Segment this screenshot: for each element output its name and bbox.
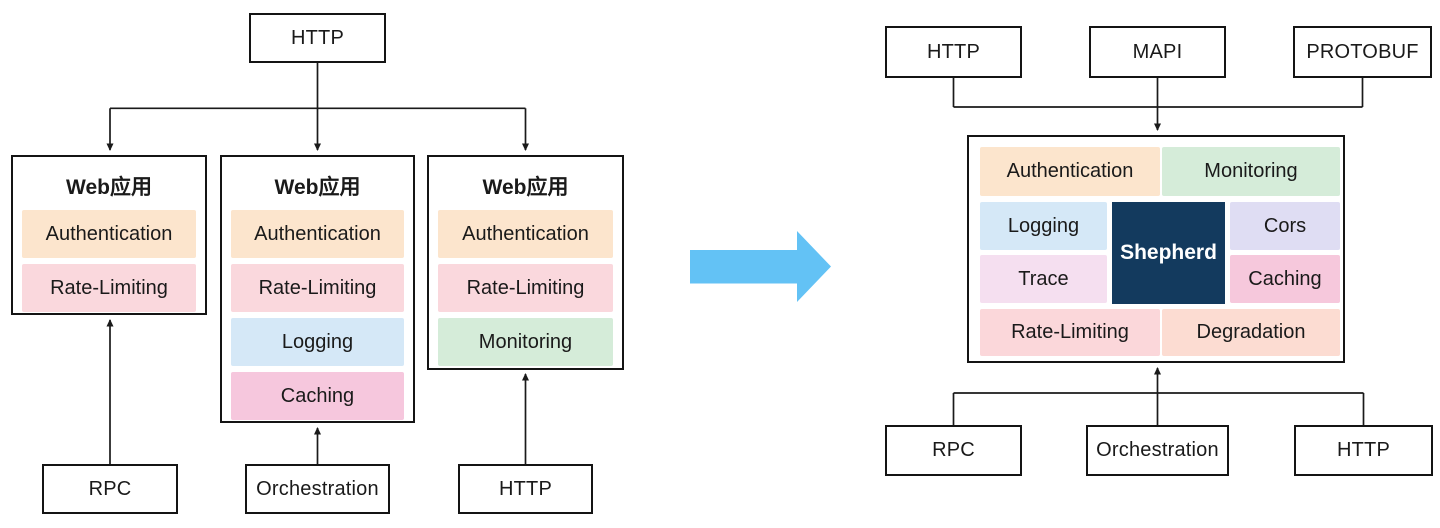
protocol-label: HTTP <box>1336 439 1391 461</box>
left-bottom-orchestration-box: Orchestration <box>245 464 390 514</box>
middleware-item: Rate-Limiting <box>22 264 196 312</box>
right-bottom-rpc-box: RPC <box>885 425 1022 476</box>
left-bottom-rpc-box: RPC <box>42 464 178 514</box>
middleware-item: Authentication <box>438 210 613 258</box>
protocol-label: RPC <box>88 477 132 500</box>
middleware-item: Caching <box>231 372 404 420</box>
shepherd-core: Shepherd <box>1112 202 1225 304</box>
protocol-label: RPC <box>932 439 975 461</box>
left-bottom-http-box: HTTP <box>458 464 593 514</box>
right-top-mapi-box: MAPI <box>1089 26 1226 78</box>
web-app-box-2: Web应用 Authentication Rate-Limiting Loggi… <box>220 155 415 423</box>
gateway-cell-trace: Trace <box>980 255 1107 303</box>
shepherd-gateway-box: Authentication Monitoring Logging Shephe… <box>967 135 1345 363</box>
right-bottom-http-box: HTTP <box>1294 425 1433 476</box>
right-top-protobuf-box: PROTOBUF <box>1293 26 1432 78</box>
protocol-label: MAPI <box>1132 40 1183 63</box>
web-app-title: Web应用 <box>66 176 152 199</box>
protocol-label: PROTOBUF <box>1306 40 1419 63</box>
web-app-title: Web应用 <box>274 176 361 199</box>
web-app-box-1: Web应用 Authentication Rate-Limiting <box>11 155 207 315</box>
middleware-item: Monitoring <box>438 318 613 366</box>
right-top-http-box: HTTP <box>885 26 1022 78</box>
middleware-item: Authentication <box>231 210 404 258</box>
protocol-label: HTTP <box>498 477 553 500</box>
web-app-box-3: Web应用 Authentication Rate-Limiting Monit… <box>427 155 624 370</box>
gateway-cell-degradation: Degradation <box>1162 309 1340 356</box>
left-top-protocol-box: HTTP <box>249 13 386 63</box>
gateway-cell-cors: Cors <box>1230 202 1340 250</box>
protocol-label: Orchestration <box>256 477 379 500</box>
gateway-cell-logging: Logging <box>980 202 1107 250</box>
protocol-label: HTTP <box>290 26 345 49</box>
migration-arrow <box>690 231 831 302</box>
gateway-cell-rate-limiting: Rate-Limiting <box>980 309 1160 356</box>
web-app-title: Web应用 <box>482 176 569 199</box>
middleware-item: Rate-Limiting <box>231 264 404 312</box>
protocol-label: Orchestration <box>1096 439 1219 461</box>
middleware-item: Logging <box>231 318 404 366</box>
right-bottom-orchestration-box: Orchestration <box>1086 425 1229 476</box>
middleware-item: Rate-Limiting <box>438 264 613 312</box>
gateway-cell-caching: Caching <box>1230 255 1340 303</box>
middleware-item: Authentication <box>22 210 196 258</box>
gateway-cell-monitoring: Monitoring <box>1162 147 1340 196</box>
protocol-label: HTTP <box>926 40 981 63</box>
gateway-cell-authentication: Authentication <box>980 147 1160 196</box>
